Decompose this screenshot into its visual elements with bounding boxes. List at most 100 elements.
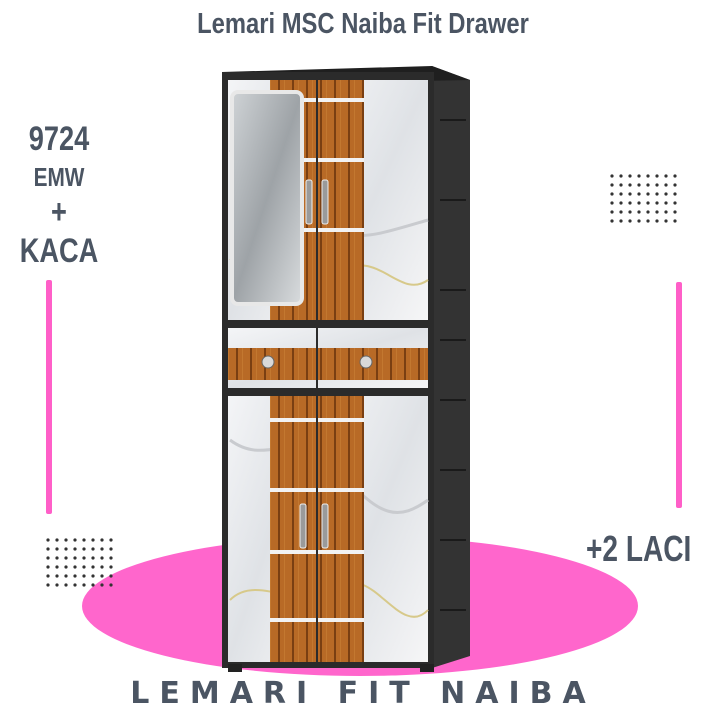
decor-dot — [628, 219, 632, 223]
decor-dot — [610, 192, 614, 196]
drawer-knob-left — [261, 355, 275, 369]
decor-dot — [628, 210, 632, 214]
decor-dot — [100, 583, 104, 587]
decor-dot — [73, 538, 77, 542]
decor-dot — [637, 201, 641, 205]
decor-dot — [610, 183, 614, 187]
decor-dot — [91, 556, 95, 560]
dot-grid-left — [46, 538, 113, 587]
decor-dot — [82, 547, 86, 551]
decor-dot — [100, 556, 104, 560]
decor-dot — [46, 565, 50, 569]
decor-dot — [64, 538, 68, 542]
upper-doors — [228, 80, 429, 320]
decor-dot — [673, 201, 677, 205]
decor-dot — [655, 183, 659, 187]
decor-dot — [664, 219, 668, 223]
decor-dot — [55, 538, 59, 542]
decor-dot — [637, 210, 641, 214]
decor-dot — [64, 574, 68, 578]
decor-dot — [664, 210, 668, 214]
decor-dot — [673, 219, 677, 223]
decor-dot — [73, 574, 77, 578]
decor-dot — [91, 574, 95, 578]
drawers — [228, 328, 428, 388]
footer-brand: LEMARI FIT NAIBA — [130, 676, 596, 711]
decor-dot — [91, 547, 95, 551]
lower-handle-left — [299, 503, 307, 549]
decor-dot — [619, 192, 623, 196]
decor-dot — [628, 192, 632, 196]
decor-dot — [610, 210, 614, 214]
decor-dot — [673, 174, 677, 178]
decor-dot — [46, 547, 50, 551]
decor-dot — [655, 210, 659, 214]
decor-dot — [619, 201, 623, 205]
decor-dot — [610, 174, 614, 178]
decor-dot — [628, 201, 632, 205]
decor-dot — [64, 565, 68, 569]
mirror — [230, 90, 304, 306]
decor-dot — [82, 574, 86, 578]
decor-dot — [46, 583, 50, 587]
decor-dot — [64, 583, 68, 587]
decor-dot — [673, 183, 677, 187]
decor-dot — [91, 565, 95, 569]
decor-dot — [646, 201, 650, 205]
accent-bar-left — [46, 280, 52, 514]
decor-dot — [55, 547, 59, 551]
model-label: 9724 EMW + KACA — [4, 120, 114, 271]
decor-dot — [100, 574, 104, 578]
decor-dot — [673, 210, 677, 214]
decor-dot — [46, 556, 50, 560]
decor-dot — [619, 210, 623, 214]
decor-dot — [100, 538, 104, 542]
decor-dot — [82, 538, 86, 542]
model-extra: + KACA — [19, 192, 99, 271]
decor-dot — [73, 565, 77, 569]
model-code: EMW — [33, 162, 85, 193]
decor-dot — [610, 201, 614, 205]
decor-dot — [109, 547, 113, 551]
decor-dot — [109, 565, 113, 569]
decor-dot — [109, 583, 113, 587]
decor-dot — [91, 583, 95, 587]
decor-dot — [628, 183, 632, 187]
decor-dot — [637, 174, 641, 178]
decor-dot — [55, 574, 59, 578]
decor-dot — [646, 219, 650, 223]
decor-dot — [82, 583, 86, 587]
cabinet-side — [432, 66, 470, 668]
decor-dot — [655, 219, 659, 223]
decor-dot — [664, 192, 668, 196]
decor-dot — [646, 174, 650, 178]
decor-dot — [655, 174, 659, 178]
dot-grid-right — [610, 174, 677, 223]
decor-dot — [619, 174, 623, 178]
accent-bar-right — [676, 282, 682, 508]
decor-dot — [610, 219, 614, 223]
decor-dot — [619, 219, 623, 223]
decor-dot — [100, 565, 104, 569]
lower-handle-right — [321, 503, 329, 549]
decor-dot — [82, 565, 86, 569]
upper-handle-right — [321, 179, 329, 225]
decor-dot — [619, 183, 623, 187]
decor-dot — [46, 574, 50, 578]
decor-dot — [100, 547, 104, 551]
decor-dot — [637, 192, 641, 196]
decor-dot — [55, 556, 59, 560]
decor-dot — [655, 192, 659, 196]
decor-dot — [46, 538, 50, 542]
decor-dot — [64, 547, 68, 551]
decor-dot — [637, 219, 641, 223]
decor-dot — [664, 201, 668, 205]
decor-dot — [646, 183, 650, 187]
decor-dot — [673, 192, 677, 196]
decor-dot — [646, 210, 650, 214]
decor-dot — [55, 565, 59, 569]
drawer-label: +2 LACI — [586, 528, 692, 569]
model-number: 9724 — [28, 120, 90, 158]
decor-dot — [628, 174, 632, 178]
